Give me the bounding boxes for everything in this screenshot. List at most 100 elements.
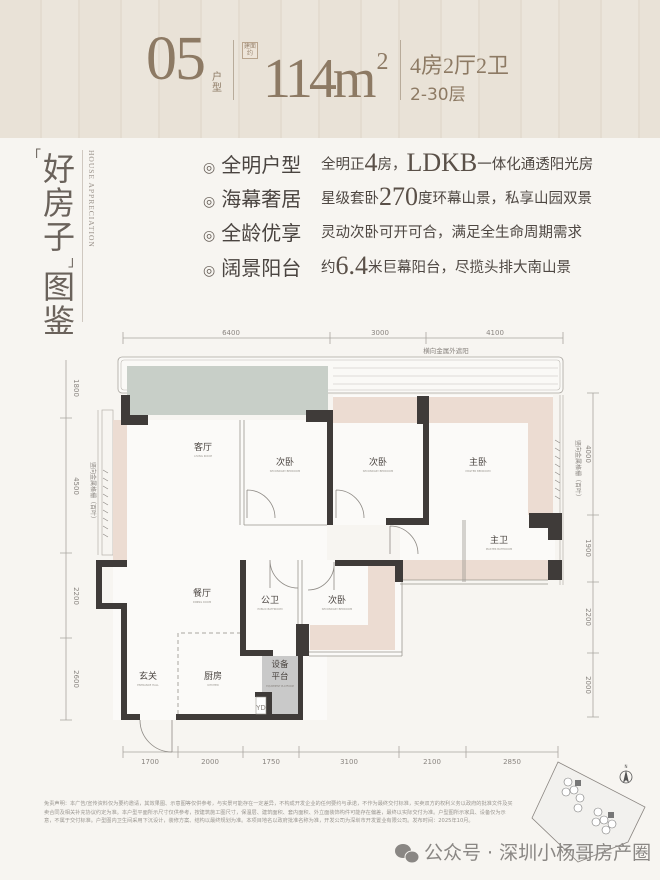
title-char: 房 xyxy=(42,184,75,222)
feature-title: 全明户型 xyxy=(221,153,302,177)
room-name-en: SECONDARY BEDROOM xyxy=(322,607,352,611)
feature-desc: 星级套卧270度环幕山景，私享山园双景 xyxy=(321,184,592,214)
title-char: 好 xyxy=(42,150,75,188)
area-label: 建面约 xyxy=(242,42,258,59)
unit-type-number: 05 xyxy=(146,25,206,93)
desc-text: 约 xyxy=(321,260,336,276)
dim-label: 1900 xyxy=(584,539,592,557)
plan-body: YD xyxy=(96,356,564,753)
dim-label: 4500 xyxy=(72,477,80,495)
room-name: 次卧 xyxy=(276,456,294,468)
bullet-icon: ◎ xyxy=(203,194,216,210)
room-name-en: EQUIPMENT PLATFORM xyxy=(266,685,294,688)
dim-label: 1700 xyxy=(141,758,159,766)
dim-label: 3000 xyxy=(371,329,389,337)
dim-label: 2600 xyxy=(72,670,80,688)
compass-icon: N xyxy=(619,764,633,784)
section-title: 好 房 子 图 鉴 xyxy=(38,152,80,338)
room-name: 次卧 xyxy=(369,456,387,468)
desc-text: 房， xyxy=(377,157,407,173)
bullet-icon: ◎ xyxy=(203,160,216,176)
sunshade-note: 横向金属外遮阳 xyxy=(423,346,469,355)
balcony xyxy=(127,366,328,415)
room-name: 主卧 xyxy=(469,456,487,468)
header-divider xyxy=(233,40,234,100)
desc-text: 灵动次卧可开可合，满足全生命周期需求 xyxy=(321,225,582,241)
feature-title: 全龄优享 xyxy=(221,221,302,245)
desc-highlight: LDKB xyxy=(406,148,478,177)
dim-label: 4100 xyxy=(486,329,504,337)
room-name: 餐厅 xyxy=(193,587,211,599)
feature-desc: 全明正4房，LDKB一体化通透阳光房 xyxy=(321,150,593,180)
dim-label: 4000 xyxy=(584,445,592,463)
room-name: 主卫 xyxy=(490,534,508,546)
feature-title: 阔景阳台 xyxy=(221,256,302,280)
dimension-labels: 6400 3000 4100 1700 2000 1750 3100 2100 … xyxy=(72,329,592,766)
dim-label: 1750 xyxy=(262,758,280,766)
desc-highlight: 6.4 xyxy=(335,251,369,280)
bullet-icon: ◎ xyxy=(203,228,216,244)
desc-text: 度环幕山景，私享山园双景 xyxy=(418,191,592,207)
feature-desc: 约6.4米巨幕阳台，尽揽头排大南山景 xyxy=(321,253,571,283)
header-divider xyxy=(400,40,401,100)
english-subtitle: HOUSE APPRECIATION xyxy=(87,150,96,248)
area-number: 114m xyxy=(263,48,377,110)
title-char: 子 xyxy=(42,218,75,256)
room-name: 设备 xyxy=(271,659,289,670)
title-divider xyxy=(82,150,83,322)
dim-label: 2200 xyxy=(584,608,592,626)
desc-text: 一体化通透阳光房 xyxy=(477,157,594,173)
room-name-en: MASTER BEDROOM xyxy=(465,469,490,473)
dim-label: 2100 xyxy=(423,758,441,766)
room-name: 厨房 xyxy=(204,670,222,682)
grille-note-left: 竖向金属格栅（百叶） xyxy=(89,462,97,522)
bracket-open: 「 xyxy=(27,149,41,165)
unit-type-word: 户型 xyxy=(212,72,222,94)
room-name-en: PUBLIC BATHROOM xyxy=(257,607,282,611)
bracket-close: 」 xyxy=(68,254,82,270)
floor-range: 2-30层 xyxy=(410,85,466,105)
yd-label: YD xyxy=(255,704,266,712)
layout-summary: 4房2厅2卫 xyxy=(410,53,510,78)
feature-row: ◎ 海幕奢居 星级套卧270度环幕山景，私享山园双景 xyxy=(203,184,592,214)
room-name: 客厅 xyxy=(194,441,212,453)
site-map xyxy=(531,761,646,863)
area-unit-sup: 2 xyxy=(376,49,389,75)
dim-label: 2000 xyxy=(584,676,592,694)
feature-row: ◎ 全龄优享 灵动次卧可开可合，满足全生命周期需求 xyxy=(203,218,582,248)
dim-label: 1800 xyxy=(72,379,80,397)
door-swings xyxy=(139,489,419,753)
room-name-en: SECONDARY BEDROOM xyxy=(363,469,393,473)
desc-highlight: 270 xyxy=(379,182,418,211)
room-name-en: ENTRANCE HALL xyxy=(137,683,159,687)
feature-title: 海幕奢居 xyxy=(221,187,302,211)
room-name-en: KITCHEN xyxy=(207,683,218,687)
room-name-en: DINING ROOM xyxy=(193,600,211,604)
room-name-en: SECONDARY BEDROOM xyxy=(270,469,300,473)
compass-label: N xyxy=(625,764,628,769)
room-name: 玄关 xyxy=(139,670,157,682)
wechat-icon xyxy=(395,844,420,864)
dim-label: 2200 xyxy=(72,587,80,605)
dim-label: 6400 xyxy=(222,329,240,337)
dim-label: 2000 xyxy=(201,758,219,766)
bullet-icon: ◎ xyxy=(203,263,216,279)
dimension-lines xyxy=(60,332,599,758)
feature-desc: 灵动次卧可开可合，满足全生命周期需求 xyxy=(321,218,582,248)
room-name: 次卧 xyxy=(328,594,346,606)
room-name-en: LIVING ROOM xyxy=(194,454,212,458)
